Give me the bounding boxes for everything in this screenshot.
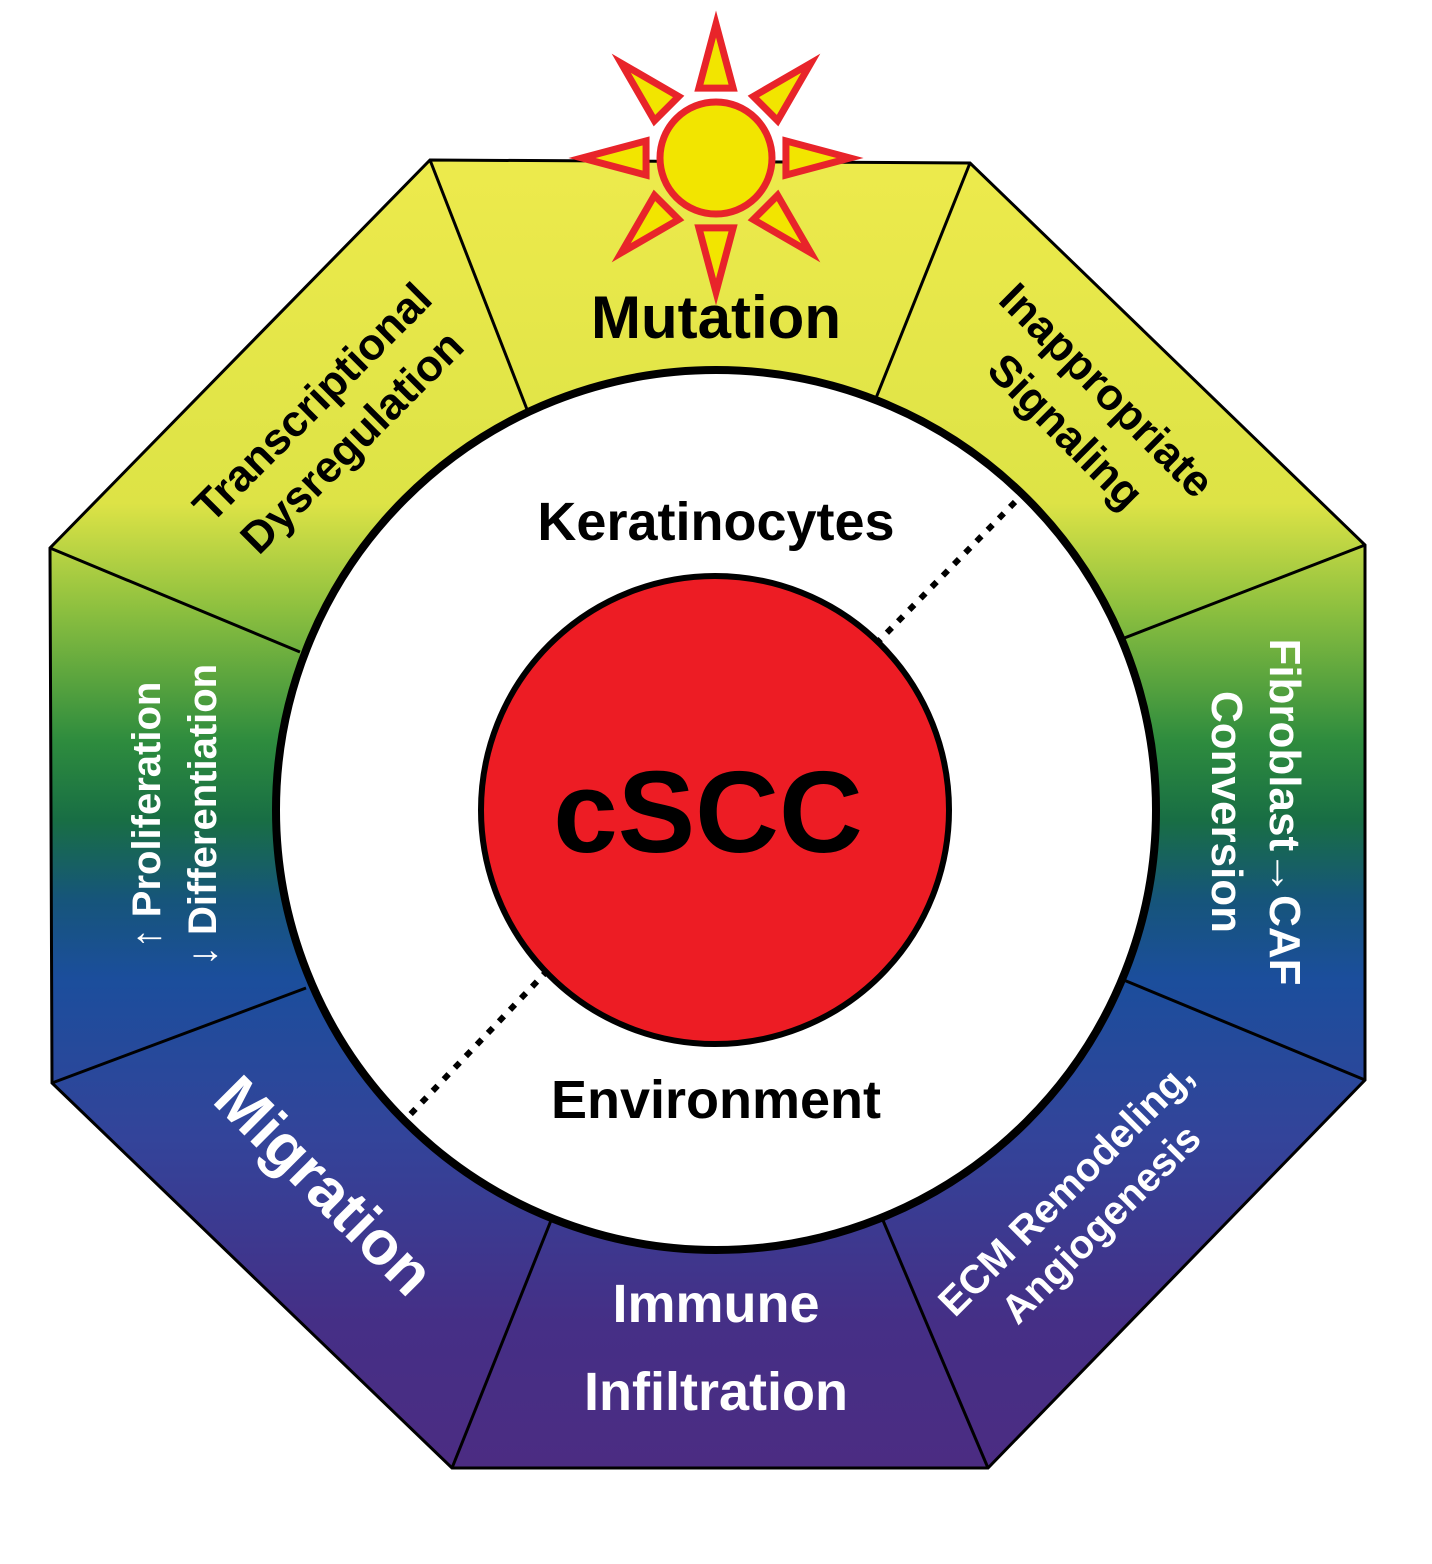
segment-immune-infiltration: Immune Infiltration [584, 1274, 848, 1422]
sun-disc [656, 98, 776, 218]
segment-fibroblast-caf: Fibroblast→CAF Conversion [1202, 638, 1309, 985]
sun-ray [611, 53, 685, 127]
immune-infiltration-line-2: Infiltration [584, 1362, 848, 1422]
immune-infiltration-line-1: Immune [612, 1274, 819, 1334]
proliferation-line-2: ↓ Differentiation [181, 664, 225, 966]
environment-label: Environment [551, 1070, 881, 1130]
sun-ray [611, 189, 685, 263]
fibroblast-caf-line-2: Conversion [1202, 691, 1251, 933]
sun-ray [782, 136, 864, 180]
sun-ray [747, 189, 821, 263]
sun-ray [747, 53, 821, 127]
proliferation-line-1: ↑ Proliferation [125, 682, 169, 949]
segment-proliferation: ↑ Proliferation ↓ Differentiation [125, 664, 225, 966]
segment-dividers [49, 159, 1366, 1469]
sun-ray [694, 10, 738, 92]
cscc-center-circle [478, 573, 952, 1047]
sun-ray [694, 224, 738, 306]
dotted-divider [402, 499, 1018, 1123]
center-label: cSCC [553, 747, 862, 877]
keratinocytes-label: Keratinocytes [537, 492, 894, 552]
fibroblast-caf-line-1: Fibroblast→CAF [1260, 638, 1309, 985]
sun-ray [568, 136, 650, 180]
sun-icon [568, 10, 864, 306]
